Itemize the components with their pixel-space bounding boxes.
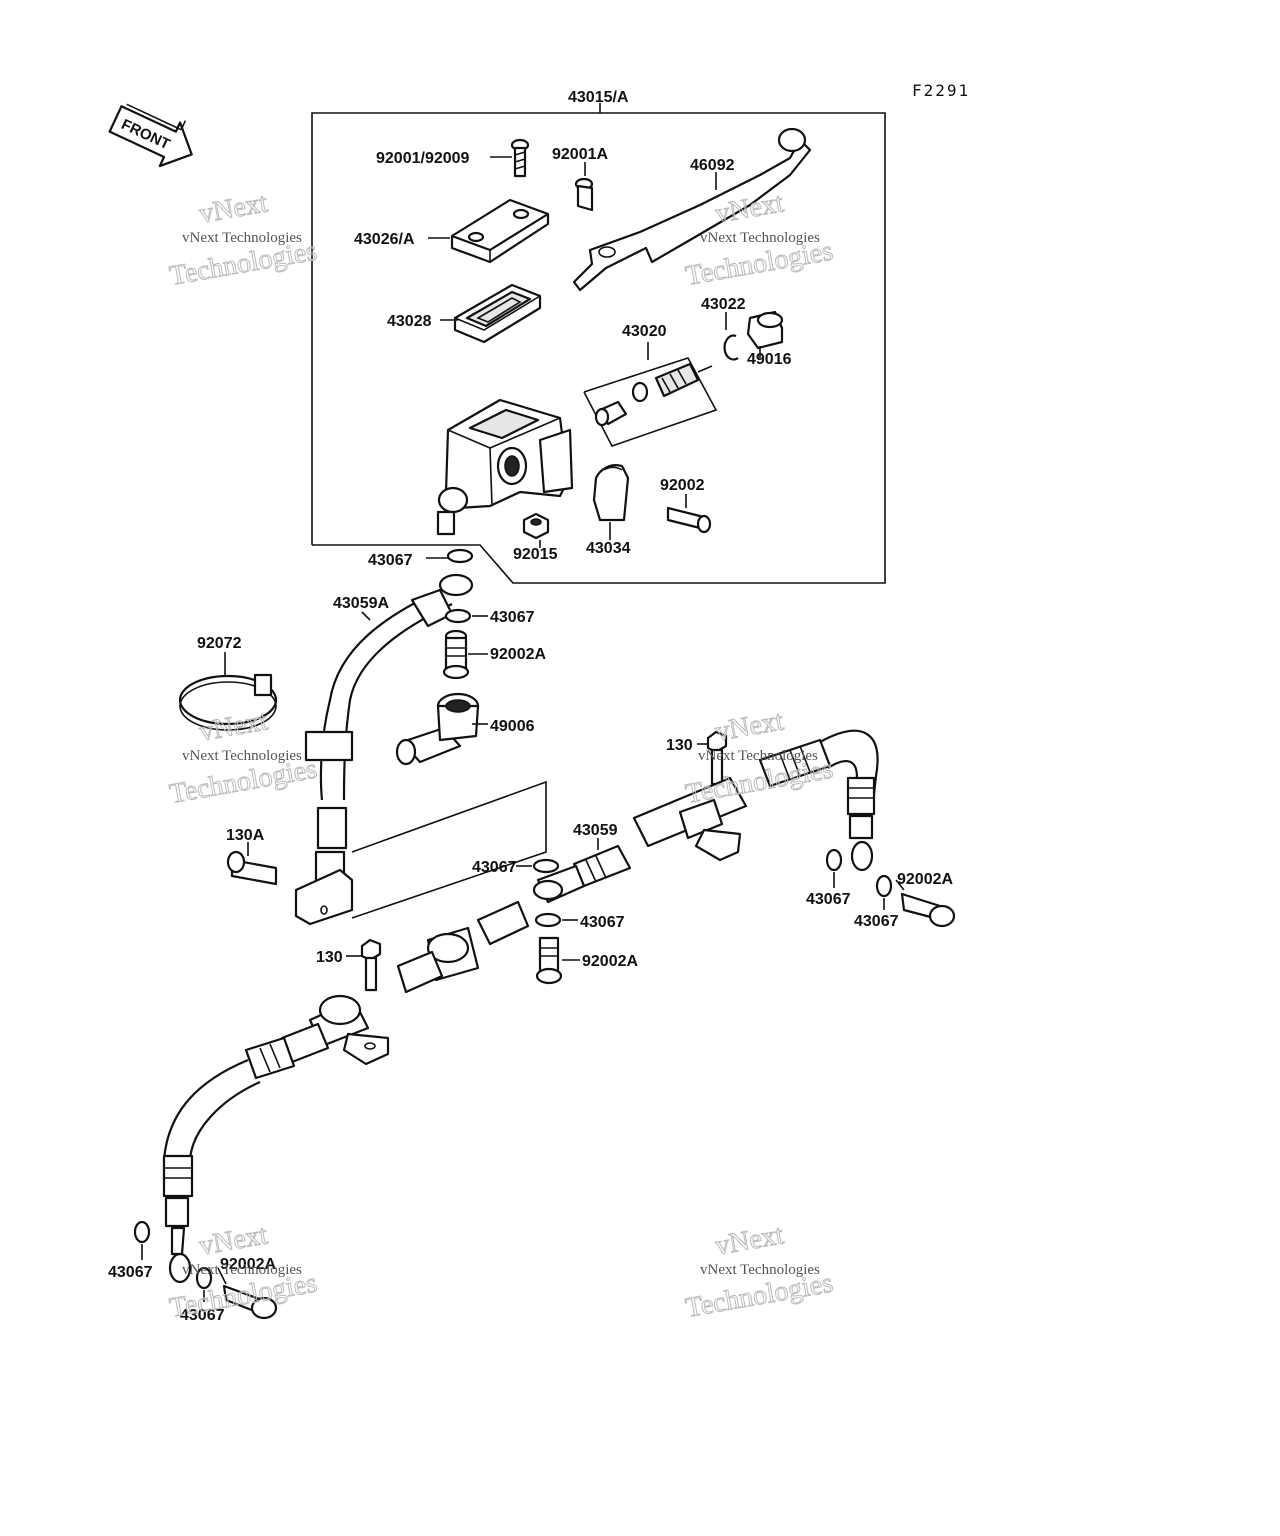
label-washer-mid2: 43067 xyxy=(580,914,625,931)
label-lever: 46092 xyxy=(690,157,735,174)
label-cover: 49006 xyxy=(490,718,535,735)
figure-code: F2291 xyxy=(912,81,970,100)
label-bolt-130a: 130A xyxy=(226,827,265,844)
label-washer-2: 43067 xyxy=(490,609,535,626)
label-screw: 92001/92009 xyxy=(376,150,470,167)
washer-mid2-part xyxy=(534,912,562,928)
svg-text:vNext Technologies: vNext Technologies xyxy=(700,1262,820,1278)
brake-lever-part xyxy=(572,127,812,292)
screw-part xyxy=(510,138,530,178)
diaphragm-part xyxy=(453,283,542,344)
label-washer-l1: 43067 xyxy=(108,1264,153,1281)
label-washer-r2: 43067 xyxy=(854,913,899,930)
clamp-bolt-part xyxy=(666,506,712,534)
washer-mid-part xyxy=(532,858,560,874)
label-bolt-r: 92002A xyxy=(897,871,953,888)
washer-r2-part xyxy=(875,874,893,898)
label-bolt-130-mid: 130 xyxy=(316,949,343,966)
label-circlip: 43022 xyxy=(701,296,746,313)
svg-text:vNext Technologies: vNext Technologies xyxy=(698,748,818,764)
label-cap: 43026/A xyxy=(354,231,415,248)
leader-lines xyxy=(141,156,905,1302)
svg-text:vNext: vNext xyxy=(713,705,786,747)
label-band: 92072 xyxy=(197,635,242,652)
svg-text:vNext Technologies: vNext Technologies xyxy=(182,748,302,764)
watermark-1: vNext vNext Technologies Technologies xyxy=(167,187,320,293)
washer-r1-part xyxy=(825,848,843,872)
washer-l1-part xyxy=(133,1220,151,1244)
rubber-cover-part xyxy=(395,692,480,766)
boot-part xyxy=(746,310,784,350)
hose-band-part xyxy=(178,673,278,731)
label-nut: 92015 xyxy=(513,546,558,563)
washer-2-part xyxy=(444,608,472,624)
bolt-130-mid-part xyxy=(360,938,382,992)
svg-text:vNext Technologies: vNext Technologies xyxy=(182,1262,302,1278)
assembly-bracket xyxy=(311,103,886,584)
label-washer-mid: 43067 xyxy=(472,859,517,876)
label-bolt-mid: 92002A xyxy=(582,953,638,970)
circlip-part xyxy=(723,334,739,361)
svg-text:vNext Technologies: vNext Technologies xyxy=(700,230,820,246)
nut-part xyxy=(522,512,550,540)
watermark-4: vNext vNext Technologies Technologies xyxy=(683,705,836,811)
reservoir-cap-part xyxy=(450,198,550,264)
banjo-bolt-l-part xyxy=(222,1284,278,1320)
label-clamp-bolt: 92002 xyxy=(660,477,705,494)
piston-kit-part xyxy=(583,357,718,447)
handlebar-clamp-part xyxy=(592,464,630,522)
master-cylinder-body xyxy=(436,398,574,536)
label-diaphragm: 43028 xyxy=(387,313,432,330)
banjo-bolt-r-part xyxy=(900,892,956,928)
connector-line xyxy=(351,780,547,919)
banjo-bolt-2-part xyxy=(442,629,470,680)
svg-text:vNext: vNext xyxy=(197,187,270,229)
washer-l2-part xyxy=(195,1266,213,1290)
bolt-130a-part xyxy=(226,850,278,886)
svg-text:vNext: vNext xyxy=(713,1219,786,1261)
label-clamp: 43034 xyxy=(586,540,631,557)
label-bolt-2: 92002A xyxy=(490,646,546,663)
label-hose-lower: 43059 xyxy=(573,822,618,839)
upper-hose-part xyxy=(319,589,441,801)
banjo-top-part xyxy=(438,573,474,597)
label-piston-kit: 43020 xyxy=(622,323,667,340)
banjo-mid-part xyxy=(532,879,564,901)
washer-top-part xyxy=(446,548,474,564)
label-washer-r1: 43067 xyxy=(806,891,851,908)
watermark-5: vNext vNext Technologies Technologies xyxy=(167,1219,320,1325)
pivot-pin-part xyxy=(574,177,594,212)
label-washer-l2: 43067 xyxy=(180,1307,225,1324)
banjo-bolt-mid-part xyxy=(535,936,563,985)
label-bolt-130-top: 130 xyxy=(666,737,693,754)
svg-text:vNext Technologies: vNext Technologies xyxy=(182,230,302,246)
label-assy: 43015/A xyxy=(568,89,629,106)
label-pin: 92001A xyxy=(552,146,608,163)
front-arrow-icon: FRONT xyxy=(108,103,193,168)
watermark-6: vNext vNext Technologies Technologies xyxy=(683,1219,836,1325)
label-washer-top: 43067 xyxy=(368,552,413,569)
label-boot: 49016 xyxy=(747,351,792,368)
label-bolt-l: 92002A xyxy=(220,1256,276,1273)
label-hose-upper: 43059A xyxy=(333,595,389,612)
